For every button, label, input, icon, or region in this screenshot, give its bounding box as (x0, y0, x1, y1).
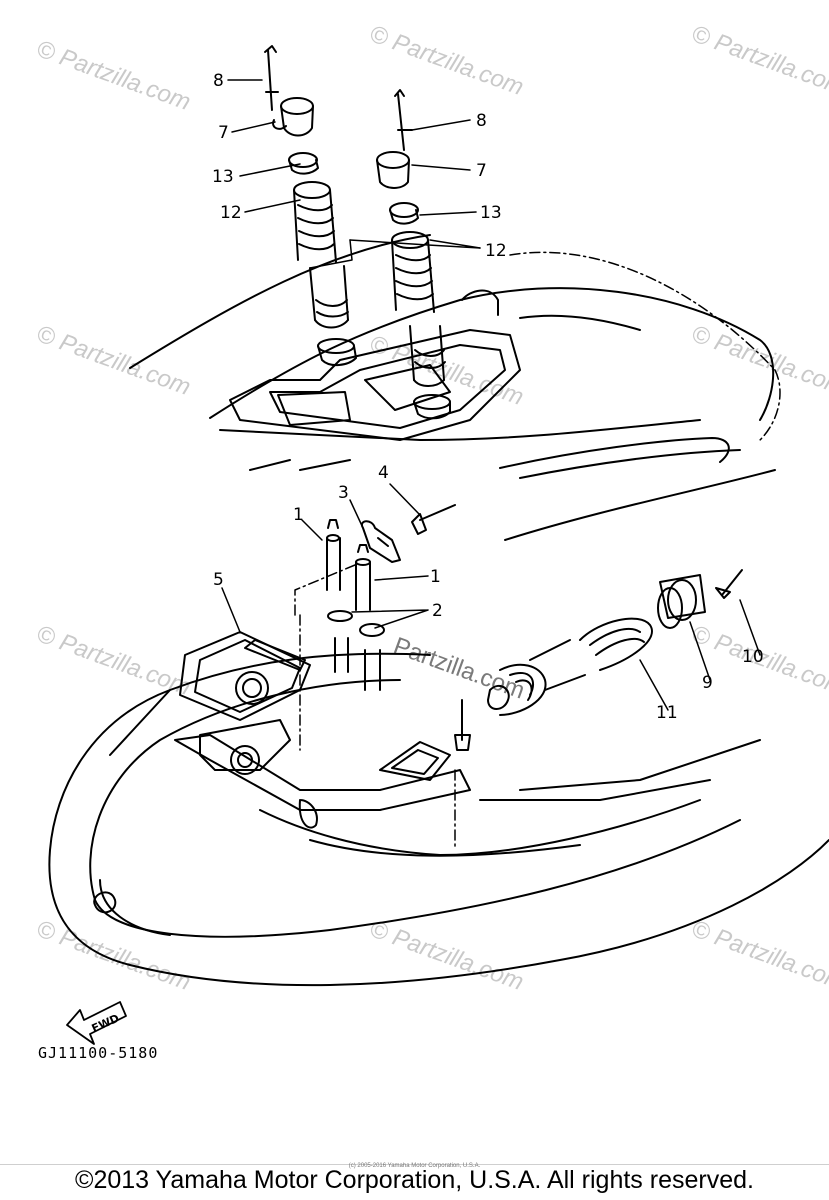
callout-12: 12 (220, 203, 242, 223)
callouts: 8 7 13 12 8 7 13 12 4 3 1 5 1 2 10 9 11 (212, 71, 764, 723)
watermark: © Partzilla.com (33, 320, 194, 401)
callout-9: 9 (702, 673, 713, 693)
footer-divider (0, 1164, 829, 1165)
callout-2: 2 (432, 601, 443, 621)
copyright-text: ©2013 Yamaha Motor Corporation, U.S.A. A… (75, 1166, 754, 1194)
callout-11: 11 (656, 703, 678, 723)
upper-deck (129, 234, 776, 541)
parts-diagram: © Partzilla.com © Partzilla.com © Partzi… (33, 20, 829, 1045)
callout-8: 8 (213, 71, 224, 91)
watermark: © Partzilla.com (33, 620, 194, 701)
watermark: © Partzilla.com (33, 915, 194, 996)
callout-5: 5 (213, 570, 224, 590)
callout-3: 3 (338, 483, 349, 503)
callout-12: 12 (485, 241, 507, 261)
callout-13: 13 (212, 167, 234, 187)
watermark: © Partzilla.com (688, 320, 829, 401)
watermark: © Partzilla.com (33, 35, 194, 116)
lower-duct-assembly (454, 569, 743, 751)
left-duct-assembly (264, 45, 357, 366)
leader-lines (221, 79, 761, 711)
dash-outline (509, 251, 781, 441)
watermark: © Partzilla.com (366, 915, 527, 996)
fwd-arrow (66, 1001, 127, 1045)
watermark: © Partzilla.com (688, 20, 829, 101)
callout-7: 7 (218, 123, 229, 143)
watermark: © Partzilla.com (688, 915, 829, 996)
watermark: © Partzilla.com (366, 20, 527, 101)
drain-plugs (326, 504, 456, 691)
part-code: GJ11100-5180 (38, 1044, 159, 1062)
callout-8: 8 (476, 111, 487, 131)
callout-7: 7 (476, 161, 487, 181)
callout-1: 1 (293, 505, 304, 525)
footer-small-text: (c) 2005-2016 Yamaha Motor Corporation, … (348, 1163, 481, 1169)
callout-4: 4 (378, 463, 389, 483)
callout-1: 1 (430, 567, 441, 587)
right-duct-assembly (376, 89, 451, 420)
callout-10: 10 (742, 647, 764, 667)
callout-13: 13 (480, 203, 502, 223)
